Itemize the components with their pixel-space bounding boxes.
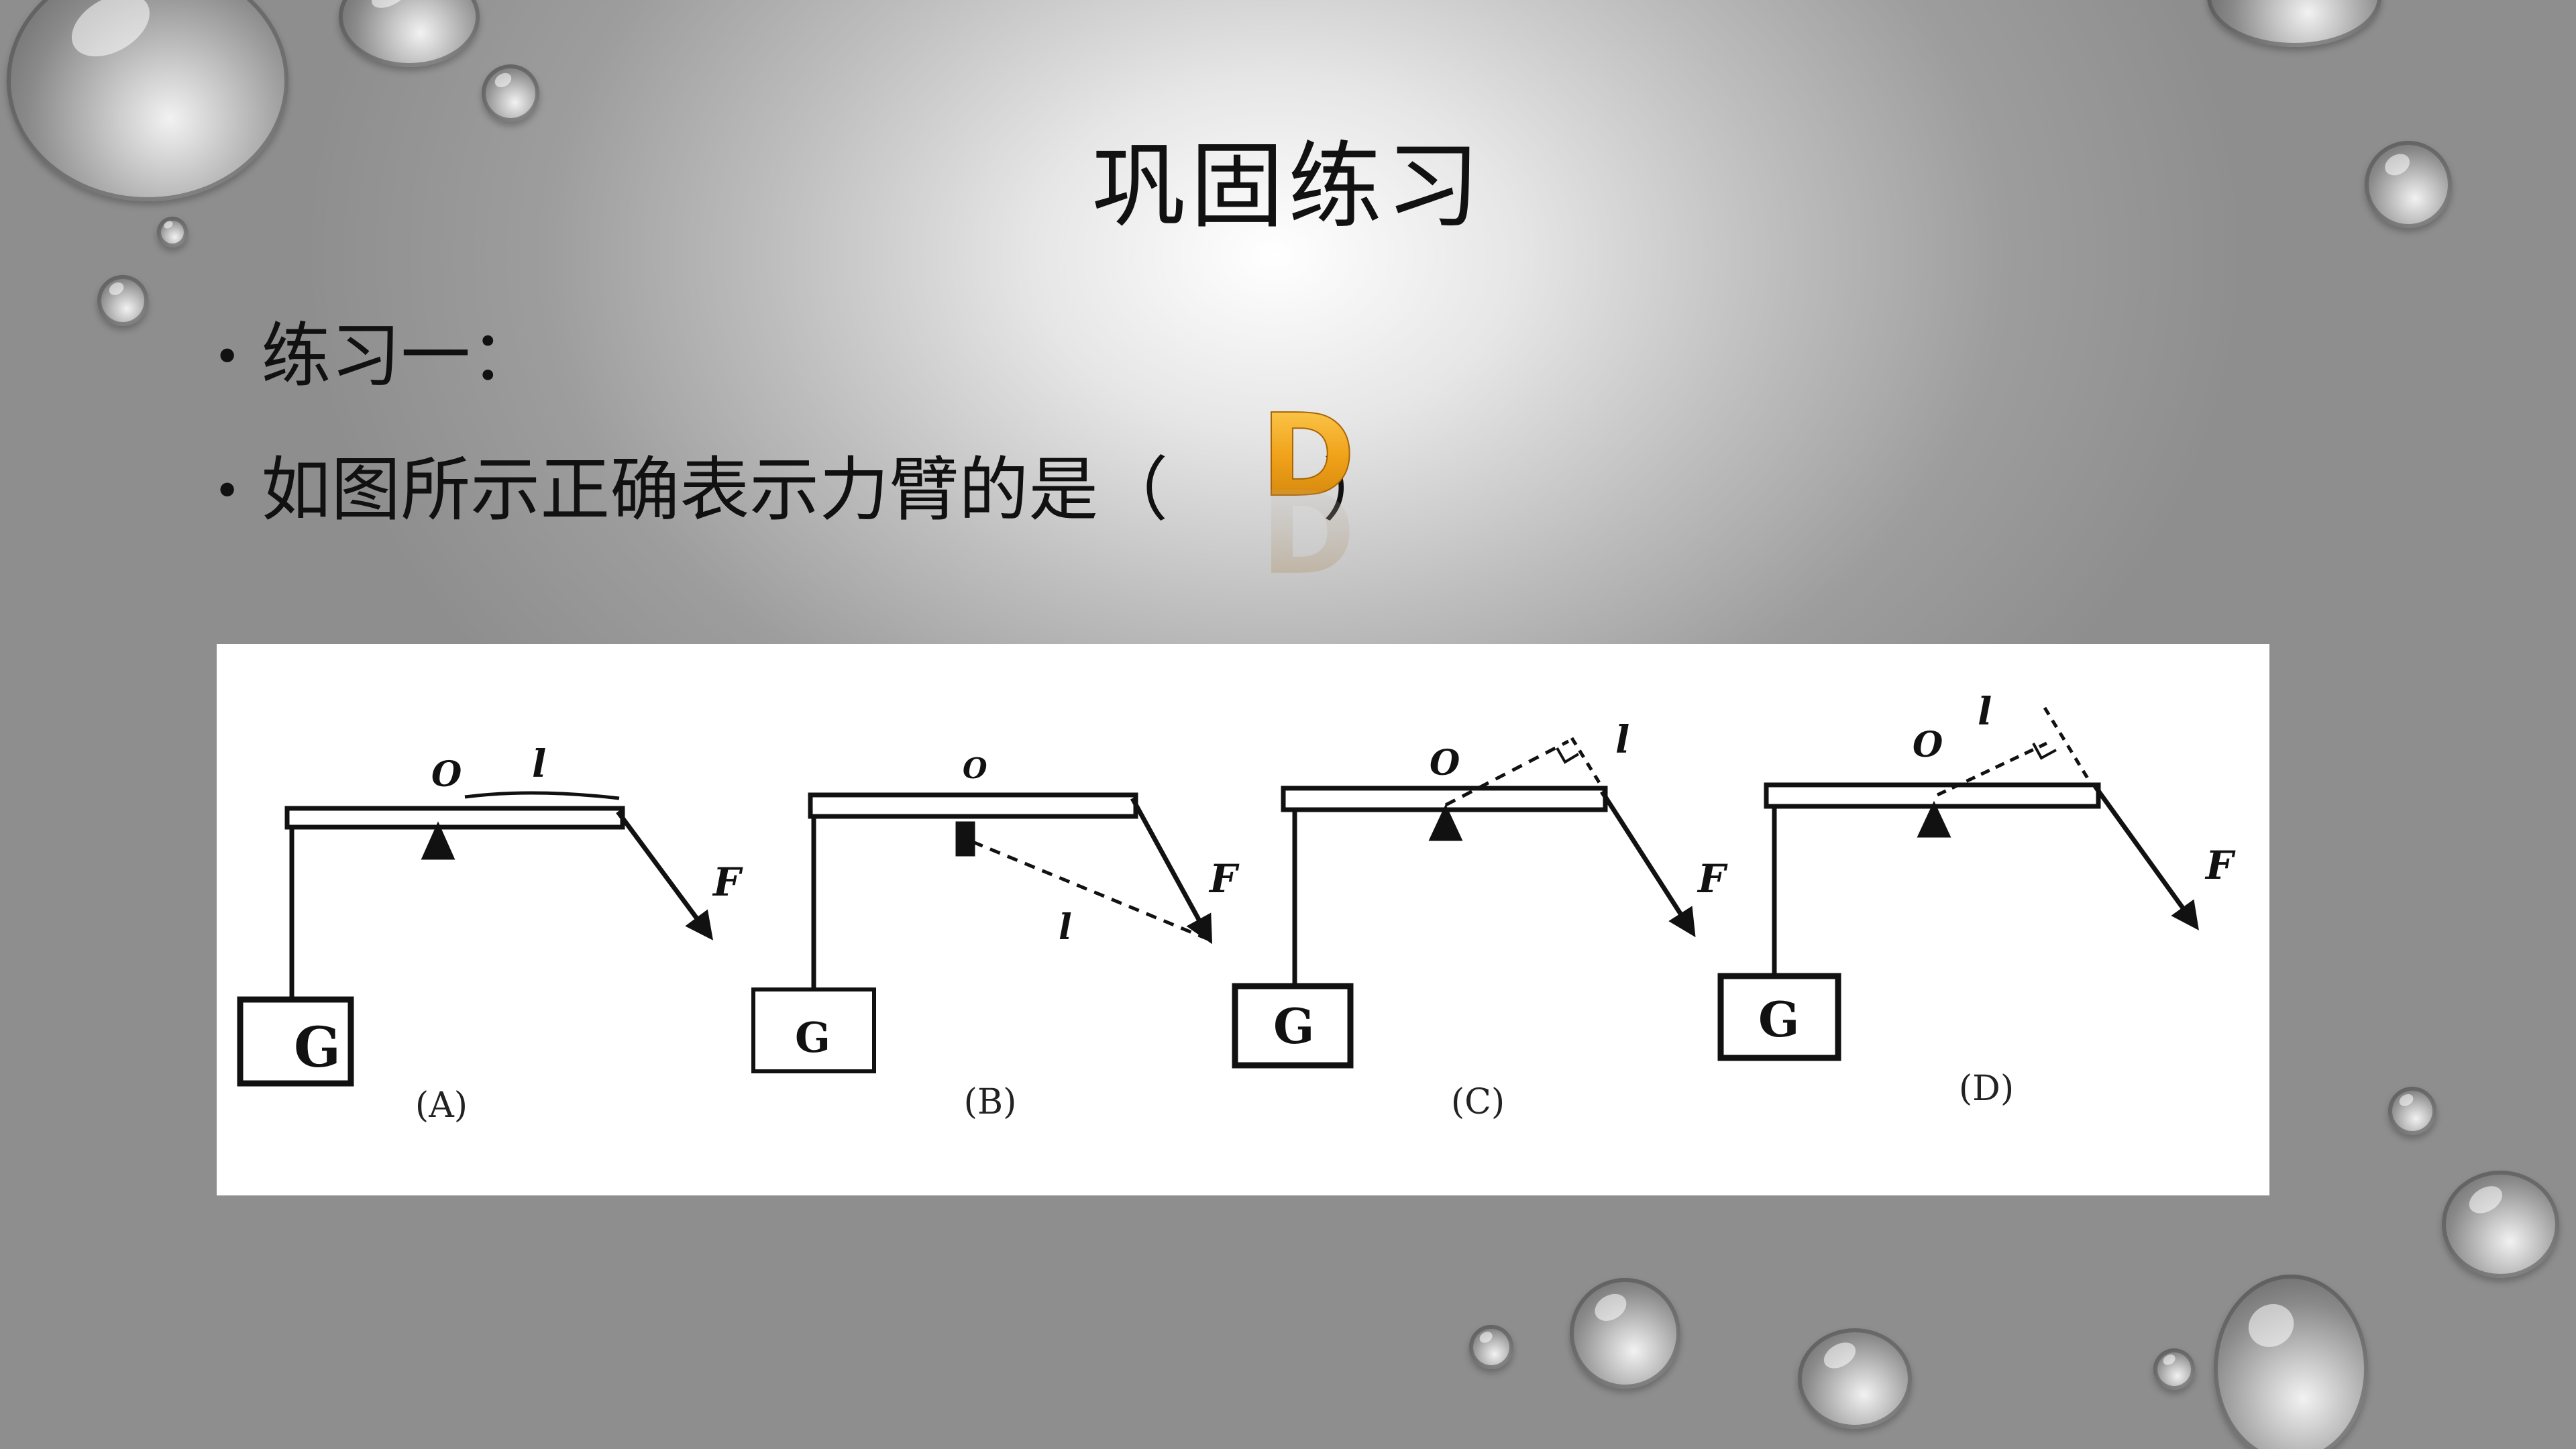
lever-bar	[1764, 782, 2101, 809]
weight-label: G	[294, 1016, 341, 1080]
water-drop-decoration	[2442, 1171, 2559, 1278]
fulcrum	[1917, 800, 1951, 838]
fulcrum	[1428, 804, 1463, 841]
panel-caption: (B)	[964, 1082, 1017, 1122]
arm-dashed-line	[1444, 739, 1570, 807]
weight-label: G	[795, 1013, 830, 1062]
panel-caption: (A)	[415, 1085, 468, 1126]
panel-b	[751, 792, 1213, 1073]
weight-box	[1232, 983, 1354, 1069]
panel-d	[1717, 706, 2199, 1061]
right-angle-mark	[1556, 747, 1580, 764]
lever-bar	[284, 806, 625, 830]
water-drop-decoration	[482, 64, 539, 122]
pivot-label: O	[1430, 743, 1460, 784]
bullet-text: 练习一：	[261, 315, 541, 396]
force-extension-line	[1570, 737, 1606, 792]
water-drop-decoration	[157, 217, 188, 248]
lever-diagram-svg: G O l F (A) G O l F (B) G O l F (C) G O …	[237, 690, 2236, 1126]
svg-text:D: D	[1261, 402, 1355, 523]
force-label: F	[1697, 856, 1728, 902]
panel-c	[1232, 737, 1696, 1069]
panel-caption: (C)	[1451, 1082, 1505, 1122]
arm-label: l	[532, 742, 546, 786]
water-drop-decoration	[2153, 1348, 2195, 1390]
weight-box	[237, 996, 354, 1087]
bullet-dot: •	[213, 464, 241, 519]
diagram-labels: G O l F (A) G O l F (B) G O l F (C) G O …	[294, 690, 2236, 1126]
arm-mark	[464, 791, 620, 800]
force-arrow	[1130, 797, 1213, 945]
pivot-label: O	[431, 754, 462, 795]
arm-label: l	[1059, 907, 1072, 948]
lever-bar	[1281, 786, 1608, 812]
fulcrum	[421, 821, 455, 860]
force-arrow	[2093, 784, 2199, 930]
water-drop-decoration	[2365, 141, 2452, 228]
arm-dashed-line	[972, 840, 1209, 941]
arm-label: l	[1978, 690, 1992, 734]
weight-label: G	[1758, 991, 1800, 1048]
force-arrow	[1600, 790, 1696, 938]
water-drop-decoration	[1798, 1328, 1912, 1429]
right-angle-mark	[2032, 743, 2057, 760]
svg-text:D: D	[1261, 462, 1355, 577]
arm-dashed-line	[1936, 741, 2048, 797]
water-drop-decoration	[97, 275, 148, 326]
water-drop-decoration	[7, 0, 288, 201]
water-drop-decoration	[2214, 1275, 2368, 1449]
force-label: F	[2204, 843, 2236, 888]
question-close-paren: ）	[1322, 449, 1393, 531]
slide-title: 巩固练习	[1091, 132, 1484, 241]
arm-label: l	[1615, 718, 1629, 762]
force-arrow	[616, 810, 713, 941]
bullet-question: • 如图所示正确表示力臂的是（ ）	[213, 433, 1392, 534]
lever-diagram-figure: G O l F (A) G O l F (B) G O l F (C) G O …	[217, 644, 2269, 1195]
force-label: F	[712, 859, 743, 905]
water-drop-decoration	[2207, 0, 2381, 47]
weight-label: G	[1273, 998, 1315, 1055]
weight-box	[1717, 973, 1841, 1061]
force-extension-line	[2043, 706, 2094, 786]
force-label: F	[1208, 856, 1240, 902]
fulcrum	[955, 821, 975, 857]
weight-box	[751, 987, 876, 1073]
water-drop-decoration	[2388, 1087, 2436, 1135]
answer-letter: D D	[1261, 402, 1355, 577]
water-drop-decoration	[1469, 1325, 1513, 1369]
pivot-label: O	[1913, 724, 1943, 765]
bullet-exercise-one: • 练习一：	[213, 299, 540, 400]
lever-bar	[808, 792, 1138, 819]
panel-caption: (D)	[1959, 1069, 2014, 1109]
water-drop-decoration	[1570, 1278, 1680, 1389]
panel-a	[237, 791, 713, 1087]
water-drop-decoration	[339, 0, 480, 67]
question-text: 如图所示正确表示力臂的是（	[261, 449, 1169, 531]
pivot-label: O	[963, 752, 987, 785]
bullet-dot: •	[213, 329, 241, 384]
